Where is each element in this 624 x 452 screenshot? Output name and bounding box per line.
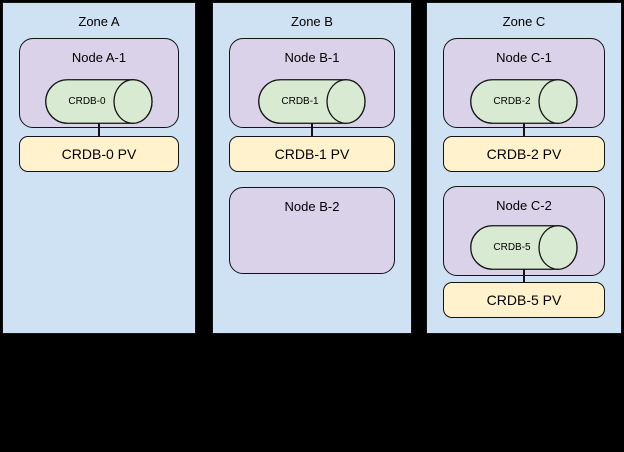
crdb-5-label: CRDB-5 [493,242,531,253]
database-cylinder-icon [258,79,366,124]
crdb-5-cylinder: CRDB-5 [470,225,578,270]
pv-crdb-5-label: CRDB-5 PV [486,292,562,308]
node-c2-label: Node C-2 [496,198,552,213]
connector-line-c2 [523,269,525,283]
node-c1-label: Node C-1 [496,50,552,65]
pv-crdb-0-label: CRDB-0 PV [61,146,137,162]
node-b1: Node B-1 CRDB-1 [229,38,395,128]
pv-crdb-1: CRDB-1 PV [229,136,395,172]
zone-a-label: Zone A [78,14,120,29]
pv-crdb-5: CRDB-5 PV [443,282,605,318]
node-b1-label: Node B-1 [284,50,340,65]
crdb-1-cylinder: CRDB-1 [258,79,366,124]
connector-line-a1 [98,123,100,137]
zone-b-label: Zone B [291,14,333,29]
pv-crdb-2-label: CRDB-2 PV [486,146,562,162]
node-c2: Node C-2 CRDB-5 [443,186,605,276]
pv-crdb-0: CRDB-0 PV [19,136,179,172]
database-cylinder-icon [470,79,578,124]
zone-b: Zone B Node B-1 CRDB-1 CRDB-1 PV Node B-… [212,2,412,334]
crdb-2-label: CRDB-2 [493,96,531,107]
crdb-0-cylinder: CRDB-0 [45,79,153,124]
database-cylinder-icon [470,225,578,270]
zone-a: Zone A Node A-1 CRDB-0 CRDB-0 PV [2,2,196,334]
pv-crdb-2: CRDB-2 PV [443,136,605,172]
connector-line-c1 [523,123,525,137]
node-a1: Node A-1 CRDB-0 [19,38,179,128]
node-b2-label: Node B-2 [284,199,340,214]
crdb-1-label: CRDB-1 [281,96,319,107]
zone-c-label: Zone C [502,14,546,29]
crdb-2-cylinder: CRDB-2 [470,79,578,124]
node-a1-label: Node A-1 [71,50,127,65]
node-b2: Node B-2 [229,187,395,274]
zone-c: Zone C Node C-1 CRDB-2 CRDB-2 PV Node C-… [426,2,622,334]
pv-crdb-1-label: CRDB-1 PV [274,146,350,162]
connector-line-b1 [311,123,313,137]
node-c1: Node C-1 CRDB-2 [443,38,605,128]
crdb-0-label: CRDB-0 [68,96,106,107]
database-cylinder-icon [45,79,153,124]
